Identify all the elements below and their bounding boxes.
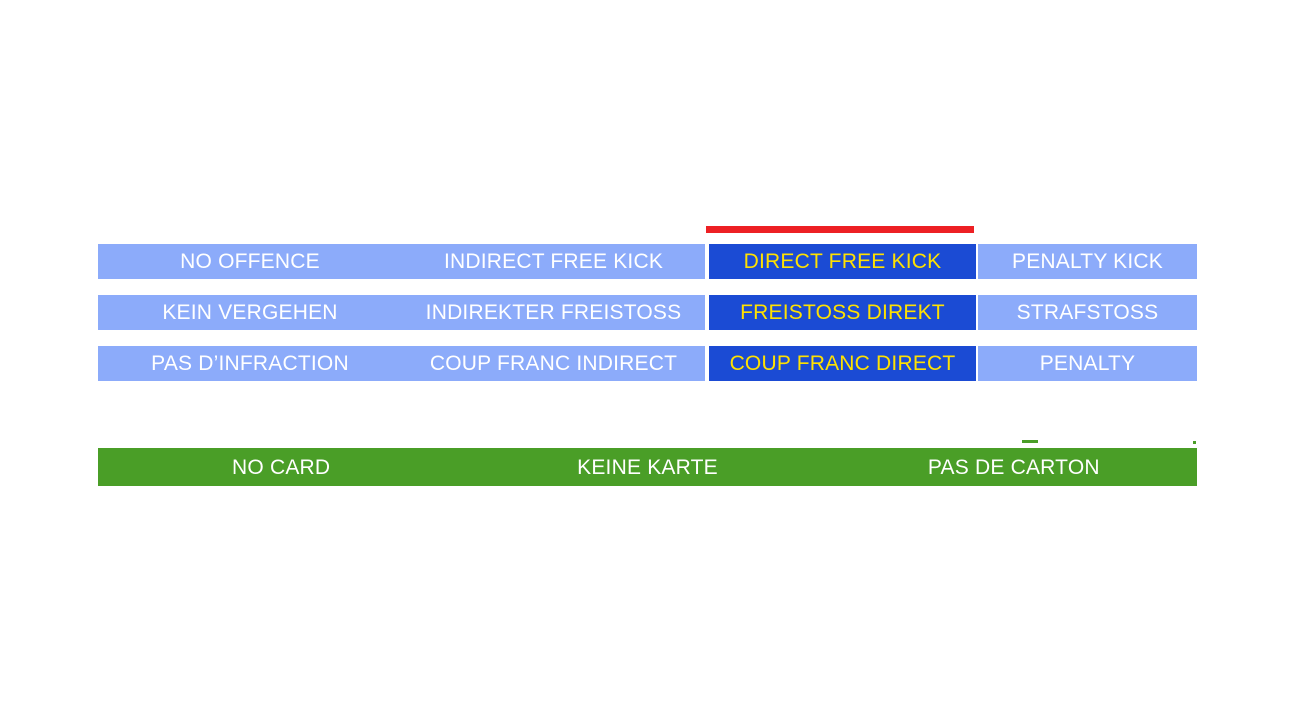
cell-indirect-free-kick-french[interactable]: COUP FRANC INDIRECT <box>402 346 705 381</box>
card-cell-german[interactable]: KEINE KARTE <box>577 455 718 479</box>
green-dash-marker <box>1022 440 1038 443</box>
cell-no-offence-german[interactable]: KEIN VERGEHEN <box>98 295 402 330</box>
cell-direct-free-kick-french[interactable]: COUP FRANC DIRECT <box>709 346 976 381</box>
cell-penalty-kick-english[interactable]: PENALTY KICK <box>978 244 1197 279</box>
no-card-bar[interactable]: NO CARD KEINE KARTE PAS DE CARTON <box>98 448 1197 486</box>
column-divider <box>705 295 709 330</box>
card-cell-french[interactable]: PAS DE CARTON <box>927 455 1100 479</box>
cell-indirect-free-kick-english[interactable]: INDIRECT FREE KICK <box>402 244 705 279</box>
column-divider <box>705 346 709 381</box>
column-divider <box>705 244 709 279</box>
green-dot-marker <box>1193 441 1196 444</box>
column-divider <box>976 244 978 279</box>
matrix-row-french: PAS D’INFRACTION COUP FRANC INDIRECT COU… <box>98 346 1197 381</box>
cell-penalty-kick-french[interactable]: PENALTY <box>978 346 1197 381</box>
cell-direct-free-kick-german[interactable]: FREISTOSS DIREKT <box>709 295 976 330</box>
cell-no-offence-french[interactable]: PAS D’INFRACTION <box>98 346 402 381</box>
matrix-row-german: KEIN VERGEHEN INDIREKTER FREISTOSS FREIS… <box>98 295 1197 330</box>
matrix-row-english: NO OFFENCE INDIRECT FREE KICK DIRECT FRE… <box>98 244 1197 279</box>
column-divider <box>976 346 978 381</box>
column-divider <box>976 295 978 330</box>
card-cell-english[interactable]: NO CARD <box>232 455 331 479</box>
cell-indirect-free-kick-german[interactable]: INDIREKTER FREISTOSS <box>402 295 705 330</box>
direct-free-kick-highlight-marker <box>706 226 974 233</box>
cell-no-offence-english[interactable]: NO OFFENCE <box>98 244 402 279</box>
cell-direct-free-kick-english[interactable]: DIRECT FREE KICK <box>709 244 976 279</box>
cell-penalty-kick-german[interactable]: STRAFSTOSS <box>978 295 1197 330</box>
